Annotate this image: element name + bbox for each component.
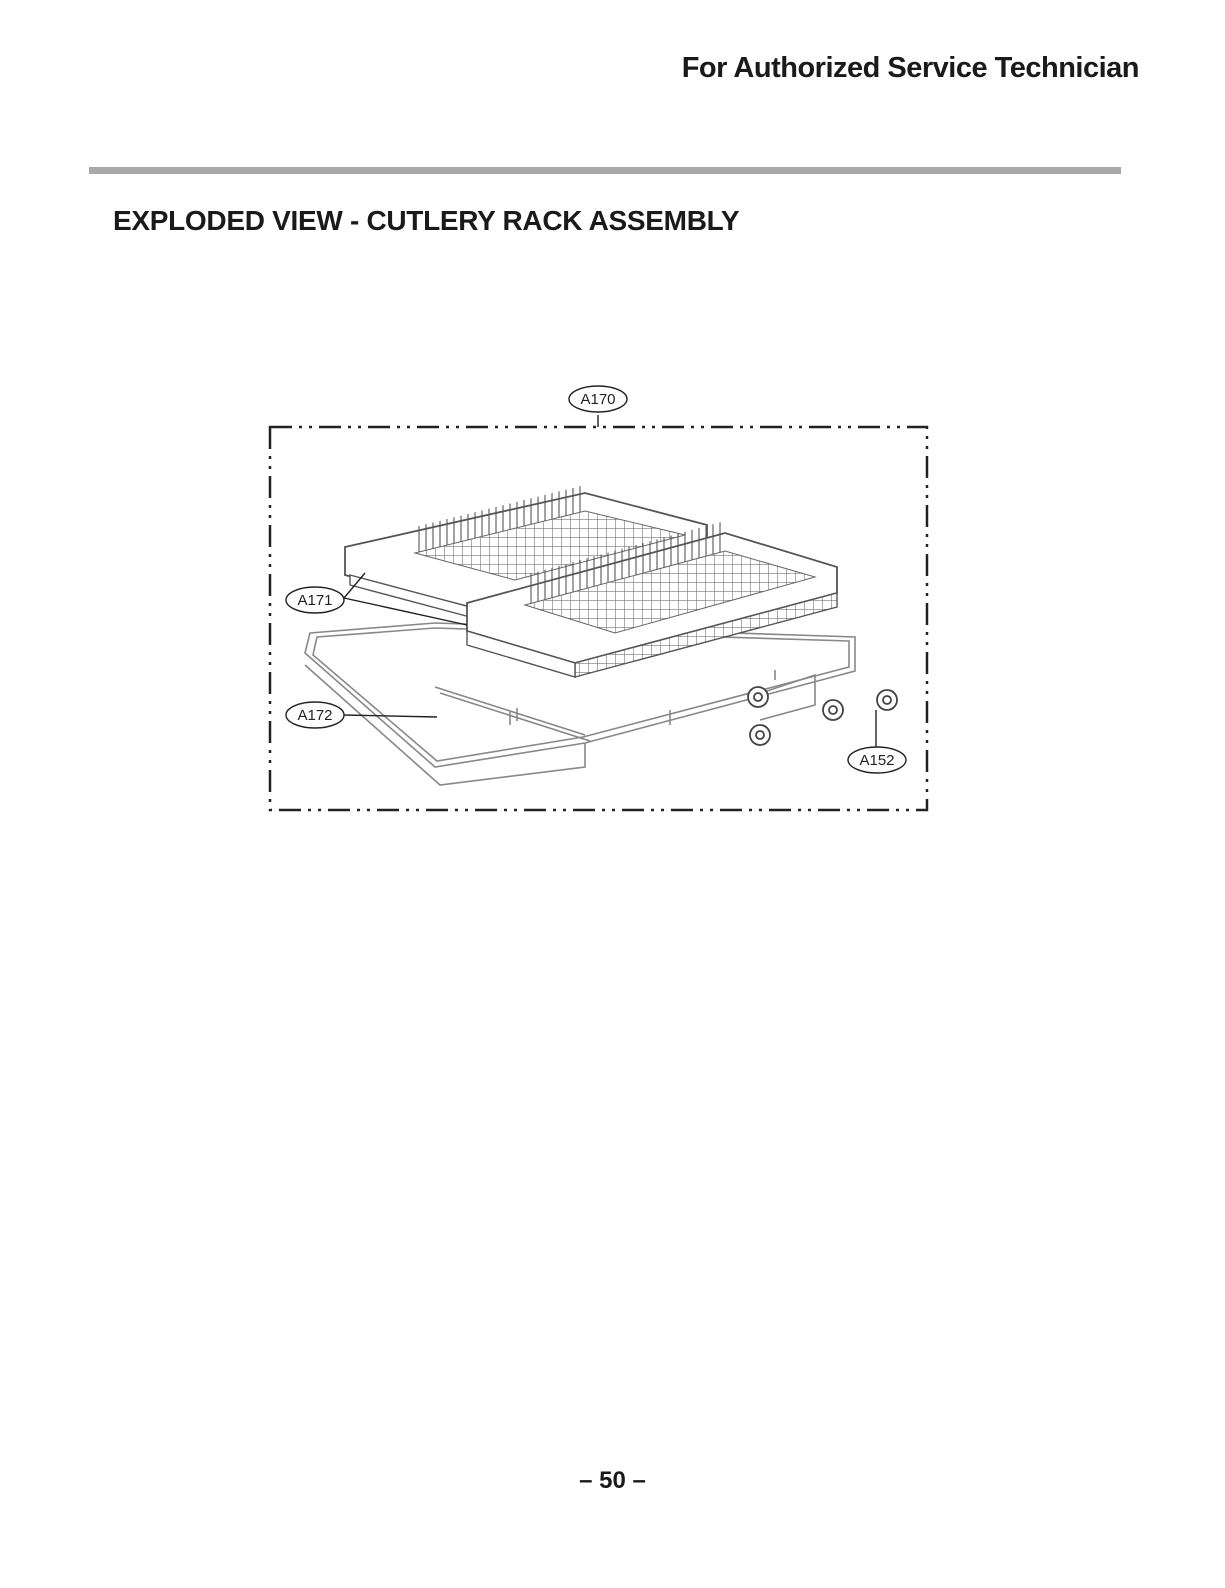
assembly-boundary <box>268 425 929 812</box>
cutlery-tray-front <box>466 521 838 678</box>
svg-text:A172: A172 <box>297 707 332 724</box>
roller-wheels <box>747 686 898 746</box>
header-note: For Authorized Service Technician <box>681 52 1140 84</box>
page-number: – 50 – <box>579 1467 646 1494</box>
callout-a152: A152 <box>847 746 907 774</box>
svg-text:A170: A170 <box>580 391 615 408</box>
header-divider <box>89 167 1121 174</box>
exploded-view-diagram: A170 A171 A172 A152 <box>255 375 945 825</box>
callout-a170: A170 <box>568 385 628 413</box>
callout-a171: A171 <box>285 586 345 614</box>
svg-text:A171: A171 <box>297 592 332 609</box>
svg-text:A152: A152 <box>859 752 894 769</box>
callout-a172: A172 <box>285 701 345 729</box>
page-title: EXPLODED VIEW - CUTLERY RACK ASSEMBLY <box>113 205 740 236</box>
